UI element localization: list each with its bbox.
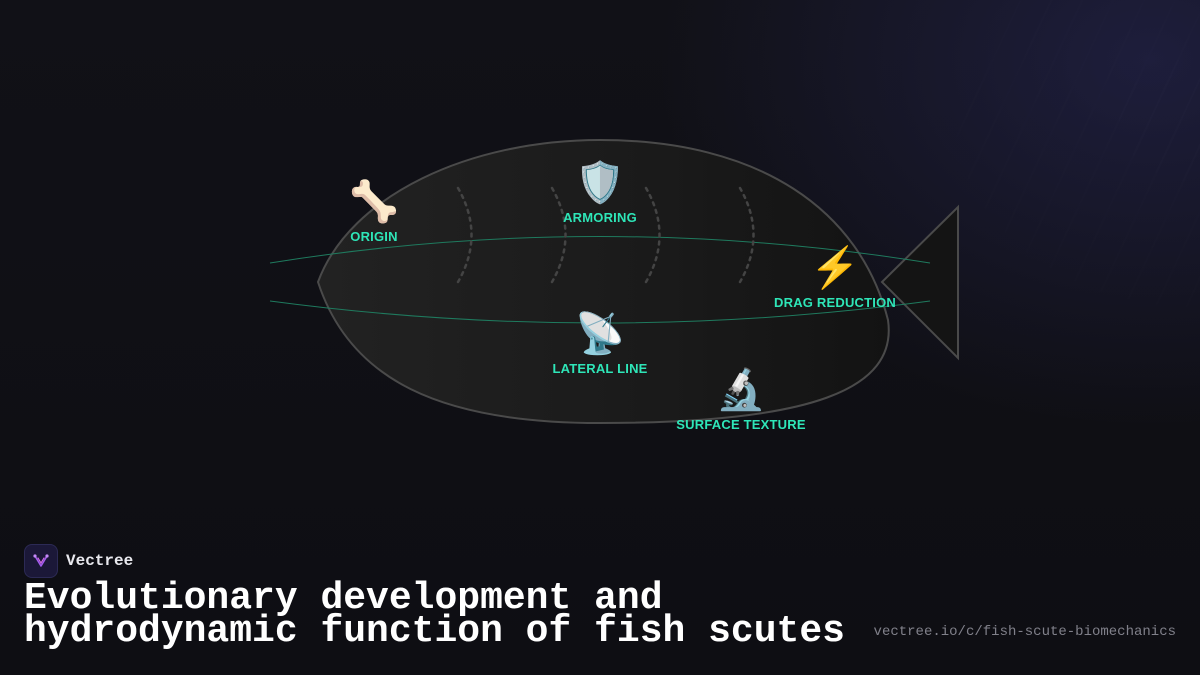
node-label: ARMORING (563, 210, 637, 225)
node-origin[interactable]: 🦴 ORIGIN (274, 179, 474, 244)
brand[interactable]: Vectree (24, 544, 133, 578)
shield-icon: 🛡️ (575, 161, 625, 205)
bone-icon: 🦴 (349, 180, 399, 224)
microscope-icon: 🔬 (716, 368, 766, 412)
node-armoring[interactable]: 🛡️ ARMORING (500, 160, 700, 225)
scute-arc (738, 186, 755, 284)
scute-arc (644, 186, 661, 284)
page-title: Evolutionary development and hydrodynami… (24, 577, 845, 653)
fish-body (316, 138, 890, 425)
lightning-icon: ⚡ (810, 246, 860, 290)
node-lateral-line[interactable]: 📡 LATERAL LINE (500, 311, 700, 376)
scute-arc (456, 186, 473, 284)
scute-arc (550, 186, 567, 284)
vectree-logo-icon (24, 544, 58, 578)
node-label: ORIGIN (350, 229, 398, 244)
node-label: LATERAL LINE (552, 361, 648, 376)
satellite-dish-icon: 📡 (575, 312, 625, 356)
node-label: DRAG REDUCTION (774, 295, 896, 310)
node-surface-texture[interactable]: 🔬 SURFACE TEXTURE (641, 367, 841, 432)
fish-tail (880, 204, 959, 361)
lateral-line-upper (269, 236, 931, 264)
lateral-line-lower (269, 300, 931, 324)
node-label: SURFACE TEXTURE (676, 417, 806, 432)
node-drag-reduction[interactable]: ⚡ DRAG REDUCTION (735, 245, 935, 310)
source-url[interactable]: vectree.io/c/fish-scute-biomechanics (873, 624, 1176, 640)
brand-name: Vectree (66, 552, 134, 570)
